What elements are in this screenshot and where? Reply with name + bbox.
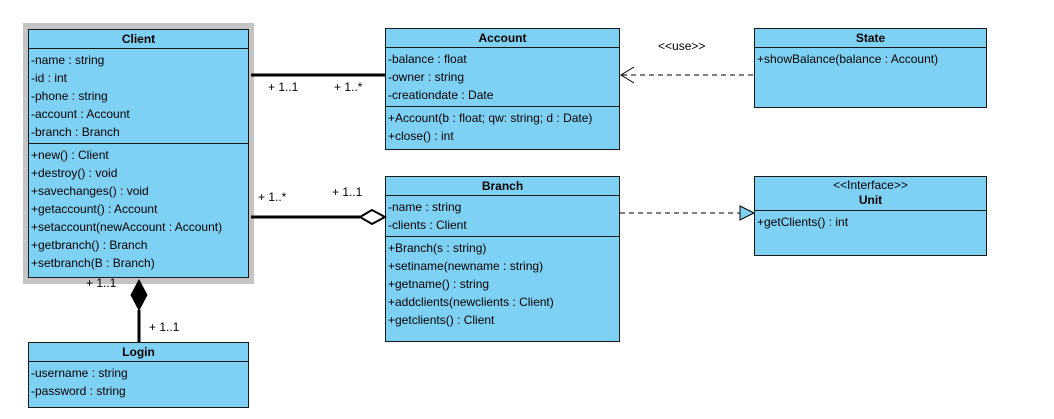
class-unit-operations: +getClients() : int (755, 211, 986, 233)
operation: +setiname(newname : string) (388, 259, 544, 273)
class-client[interactable]: Client -name : string -id : int -phone :… (28, 29, 249, 278)
operation: +setbranch(B : Branch) (31, 256, 155, 270)
operation: +getClients() : int (757, 215, 849, 229)
operation: +getclients() : Client (388, 313, 495, 327)
class-branch-attributes: -name : string -clients : Client (386, 196, 619, 237)
class-login-attributes: -username : string -password : string (29, 362, 248, 402)
attribute: -name : string (388, 200, 462, 214)
class-unit-name: Unit (755, 193, 986, 211)
operation: +getbranch() : Branch (31, 238, 148, 252)
class-account[interactable]: Account -balance : float -owner : string… (385, 28, 620, 150)
operation: +savechanges() : void (31, 184, 149, 198)
class-unit-stereotype: <<Interface>> (833, 178, 908, 192)
class-account-operations: +Account(b : float; qw: string; d : Date… (386, 107, 619, 147)
multiplicity-client-login-source: + 1..1 (86, 276, 117, 290)
attribute: -creationdate : Date (388, 88, 494, 102)
class-branch-operations: +Branch(s : string) +setiname(newname : … (386, 237, 619, 331)
class-client-name: Client (29, 30, 248, 49)
multiplicity-client-branch-target: + 1..1 (332, 185, 363, 199)
class-login-name: Login (29, 343, 248, 362)
operation: +destroy() : void (31, 166, 118, 180)
operation: +addclients(newclients : Client) (388, 295, 554, 309)
class-account-name: Account (386, 29, 619, 48)
operation: +getaccount() : Account (31, 202, 158, 216)
aggregation-diamond (358, 208, 388, 226)
operation: +new() : Client (31, 148, 109, 162)
attribute: -phone : string (31, 89, 108, 103)
operation: +Branch(s : string) (388, 241, 487, 255)
realization-arrowhead (739, 205, 756, 221)
operation: +setaccount(newAccount : Account) (31, 220, 223, 234)
composition-diamond (130, 278, 148, 312)
attribute: -account : Account (31, 107, 130, 121)
multiplicity-client-account-source: + 1..1 (268, 80, 299, 94)
operation: +showBalance(balance : Account) (757, 52, 939, 66)
multiplicity-client-account-target: + 1..* (334, 80, 363, 94)
attribute: -owner : string (388, 70, 465, 84)
operation: +Account(b : float; qw: string; d : Date… (388, 111, 593, 125)
operation: +close() : int (388, 129, 454, 143)
attribute: -id : int (31, 71, 68, 85)
attribute: -username : string (31, 366, 128, 380)
attribute: -name : string (31, 53, 105, 67)
class-state[interactable]: State +showBalance(balance : Account) (754, 28, 987, 108)
class-state-name: State (755, 29, 986, 48)
operation: +getname() : string (388, 277, 490, 291)
attribute: -balance : float (388, 52, 467, 66)
class-unit[interactable]: <<Interface>> Unit +getClients() : int (754, 176, 987, 256)
dependency-arrowhead (620, 66, 635, 84)
multiplicity-client-branch-source: + 1..* (258, 190, 287, 204)
attribute: -password : string (31, 384, 126, 398)
class-client-attributes: -name : string -id : int -phone : string… (29, 49, 248, 144)
attribute: -branch : Branch (31, 125, 120, 139)
class-account-attributes: -balance : float -owner : string -creati… (386, 48, 619, 107)
multiplicity-client-login-target: + 1..1 (149, 320, 180, 334)
class-branch-name: Branch (386, 177, 619, 196)
attribute: -clients : Client (388, 218, 467, 232)
class-client-operations: +new() : Client +destroy() : void +savec… (29, 144, 248, 274)
class-state-operations: +showBalance(balance : Account) (755, 48, 986, 70)
class-login[interactable]: Login -username : string -password : str… (28, 342, 249, 408)
class-branch[interactable]: Branch -name : string -clients : Client … (385, 176, 620, 342)
stereotype-use: <<use>> (658, 39, 706, 53)
